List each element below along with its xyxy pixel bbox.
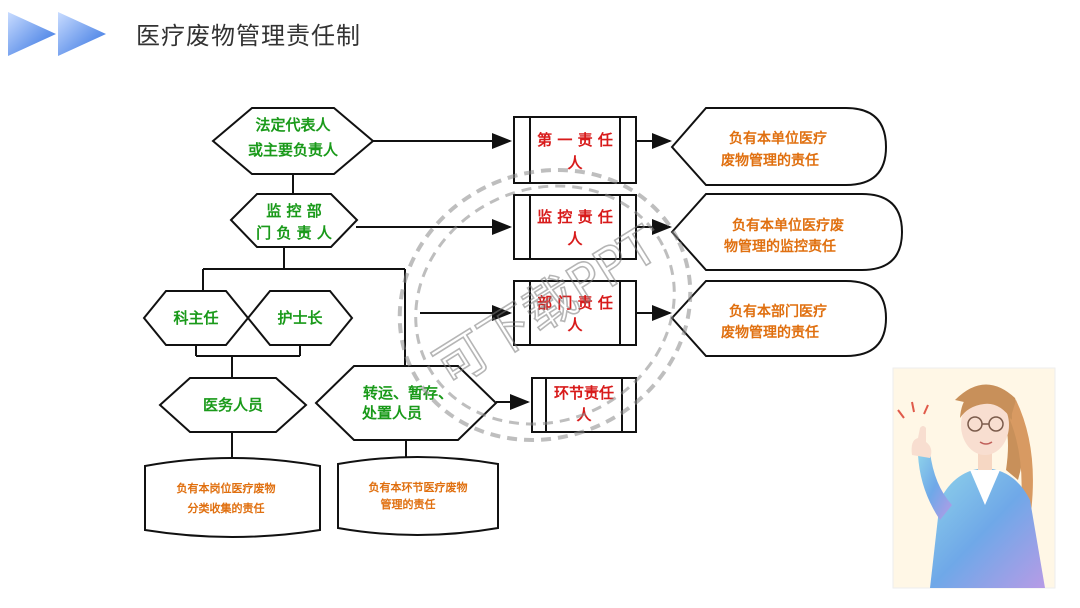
monitor-responsible-label-1: 监 控 责 任	[537, 208, 613, 226]
monitor-responsible-label-2: 人	[567, 230, 583, 248]
duty-monitor-label-2: 物管理的监控责任	[724, 238, 836, 255]
head-nurse-label: 护士长	[277, 309, 323, 327]
hex-monitor-head: 监 控 部 门 负 责 人	[229, 193, 359, 248]
hex-director: 科主任	[142, 290, 250, 346]
department-responsible-label-2: 人	[567, 316, 583, 334]
duty-staff-label-2: 分类收集的责任	[188, 501, 265, 515]
duty-department-label-1: 负有本部门医疗	[729, 303, 827, 320]
first-responsible-label-1: 第 一 责 任	[537, 131, 613, 149]
monitor-head-label-2: 门 负 责 人	[256, 224, 333, 242]
hex-legal-representative: 法定代表人 或主要负责人	[211, 107, 375, 175]
connector-lines	[195, 174, 407, 458]
duty-staff-label-1: 负有本岗位医疗废物	[177, 481, 276, 495]
duty-department: 负有本部门医疗 废物管理的责任	[670, 280, 888, 357]
legal-rep-label-1: 法定代表人	[255, 116, 331, 134]
duty-transport-label-1: 负有本环节医疗废物	[369, 480, 468, 494]
first-responsible-label-2: 人	[567, 154, 583, 172]
transport-label-1: 转运、暂存、	[363, 384, 453, 402]
duty-transport: 负有本环节医疗废物 管理的责任	[337, 456, 499, 536]
illustration-woman	[892, 367, 1056, 589]
duty-monitor-label-1: 负有本单位医疗废	[732, 217, 844, 234]
hex-transport-staff: 转运、暂存、 处置人员	[314, 365, 498, 441]
transport-label-2: 处置人员	[361, 404, 422, 422]
duty-first: 负有本单位医疗 废物管理的责任	[670, 107, 888, 186]
arrow-lines	[356, 133, 672, 410]
box-monitor-responsible: 监 控 责 任 人	[513, 194, 637, 260]
header-chevron-icon	[8, 12, 106, 56]
duty-first-label-1: 负有本单位医疗	[729, 130, 827, 147]
hex-medical-staff: 医务人员	[158, 377, 308, 433]
medical-staff-label: 医务人员	[203, 396, 263, 414]
duty-transport-label-2: 管理的责任	[381, 497, 436, 511]
monitor-head-label-1: 监 控 部	[266, 202, 321, 220]
hex-head-nurse: 护士长	[246, 290, 354, 346]
link-responsible-label-1: 环节责任	[554, 384, 614, 402]
duty-staff: 负有本岗位医疗废物 分类收集的责任	[144, 457, 321, 538]
box-department-responsible: 部 门 责 任 人	[513, 280, 637, 346]
duty-first-label-2: 废物管理的责任	[721, 152, 819, 169]
duty-monitor: 负有本单位医疗废 物管理的监控责任	[670, 193, 904, 271]
page-title: 医疗废物管理责任制	[136, 22, 361, 50]
department-responsible-label-1: 部 门 责 任	[537, 294, 613, 312]
director-label: 科主任	[173, 309, 218, 327]
legal-rep-label-2: 或主要负责人	[248, 141, 339, 159]
duty-department-label-2: 废物管理的责任	[721, 324, 819, 341]
